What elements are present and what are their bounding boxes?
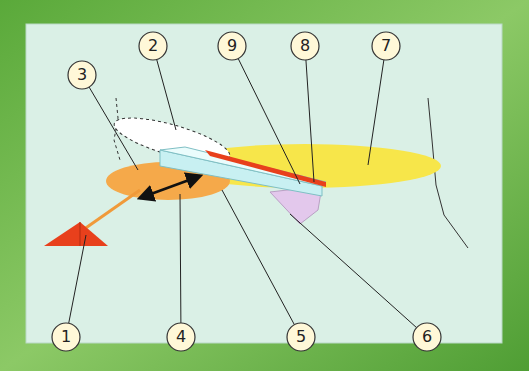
cutting-edge (205, 150, 326, 187)
leader-line (238, 59, 300, 184)
leader-line (69, 235, 86, 323)
leader-line (89, 87, 138, 170)
callout-number: 6 (413, 323, 441, 351)
callout-circle (68, 61, 96, 89)
blade-top (160, 147, 326, 186)
callout-circle (372, 32, 400, 60)
callout-number: 9 (218, 32, 246, 60)
red-triangle (44, 222, 108, 246)
inner-panel (26, 24, 502, 343)
callout-number: 5 (287, 323, 315, 351)
callout-circle (291, 32, 319, 60)
callout-circle (413, 323, 441, 351)
callout-number: 3 (68, 61, 96, 89)
callout-circle (167, 323, 195, 351)
leader-line (222, 190, 294, 325)
leader-line (157, 60, 176, 130)
leader-line (290, 214, 417, 328)
triangle-axis (80, 222, 81, 246)
callout-number: 7 (372, 32, 400, 60)
callout-number: 2 (139, 32, 167, 60)
callout-circle (139, 32, 167, 60)
callout-number: 1 (52, 323, 80, 351)
callout-circle (287, 323, 315, 351)
leader-line (180, 194, 182, 323)
double-arrow (140, 176, 200, 198)
callout-circle (218, 32, 246, 60)
leader-line (306, 60, 314, 182)
leader-line (368, 60, 384, 165)
callout-number: 4 (167, 323, 195, 351)
blade-body (160, 150, 322, 196)
side-outline (428, 98, 468, 248)
callout-circle (52, 323, 80, 351)
callout-number: 8 (291, 32, 319, 60)
feed-line (80, 190, 140, 232)
